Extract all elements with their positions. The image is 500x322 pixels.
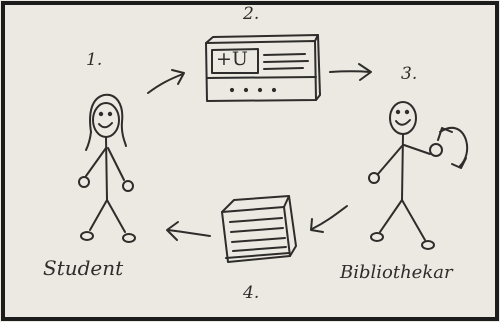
student-torso xyxy=(106,137,107,200)
librarian-torso xyxy=(402,134,403,200)
step-number-3: 3. xyxy=(401,64,417,84)
librarian-label: Bibliothekar xyxy=(340,262,453,283)
card-text: +U xyxy=(216,48,248,70)
step-number-1: 1. xyxy=(86,50,102,70)
student-eye-right xyxy=(109,113,111,115)
step-number-2: 2. xyxy=(243,4,259,24)
step-number-4: 4. xyxy=(243,283,259,303)
card-stripe xyxy=(207,77,316,78)
card-line-3 xyxy=(264,68,303,69)
card-line-1 xyxy=(264,54,305,55)
student-eye-left xyxy=(100,113,102,115)
student-label: Student xyxy=(43,256,123,280)
card-line-2 xyxy=(264,61,308,62)
